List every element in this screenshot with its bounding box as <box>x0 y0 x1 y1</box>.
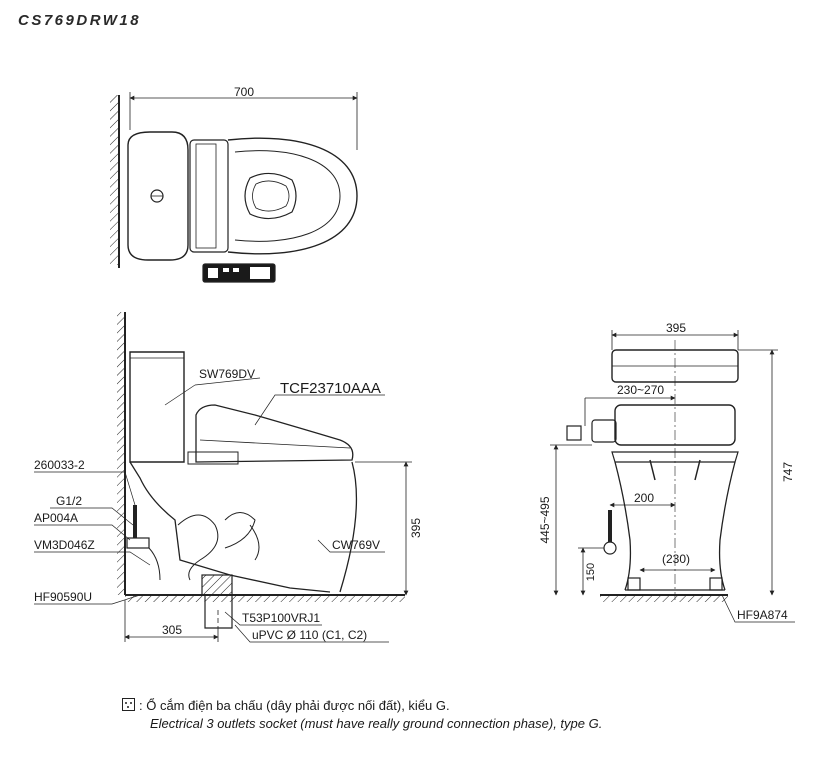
label-bolt: HF90590U <box>34 590 92 604</box>
front-view: 395 230~270 200 445~495 747 150 (230) HF… <box>538 321 795 623</box>
dim-bottom-height: 150 <box>585 563 597 581</box>
label-front-bolt: HF9A874 <box>737 608 788 622</box>
socket-note: : Ổ cắm điện ba chấu (dây phải được nối … <box>122 697 602 733</box>
model-title: CS769DRW18 <box>18 12 142 29</box>
label-pipe: uPVC Ø 110 (C1, C2) <box>252 628 367 642</box>
label-supply: G1/2 <box>56 494 82 508</box>
label-seat: TCF23710AAA <box>280 380 381 397</box>
dim-supply-offset: 200 <box>634 491 654 505</box>
dim-side-height: 395 <box>409 518 423 538</box>
dim-front-width: 395 <box>666 321 686 335</box>
label-bowl: CW769V <box>332 538 380 552</box>
label-hose: VM3D046Z <box>34 538 95 552</box>
dim-supply-height: 445~495 <box>538 496 552 543</box>
label-tank: SW769DV <box>199 367 255 381</box>
note-vi: : Ổ cắm điện ba chấu (dây phải được nối … <box>139 698 450 713</box>
side-view: SW769DV TCF23710AAA 260033-2 G1/2 AP004A… <box>34 312 423 643</box>
label-drain: T53P100VRJ1 <box>242 611 320 625</box>
dim-side-offset: 305 <box>162 623 182 637</box>
dim-outlet-range: 230~270 <box>617 383 664 397</box>
dim-top-width: 700 <box>234 85 254 99</box>
dim-bolt-span: (230) <box>662 552 690 566</box>
technical-drawing: 700 <box>34 85 795 643</box>
label-valve: AP004A <box>34 511 78 525</box>
note-en: Electrical 3 outlets socket (must have r… <box>150 716 603 731</box>
dim-total-height: 747 <box>781 462 795 482</box>
socket-icon <box>122 698 135 711</box>
label-flange: 260033-2 <box>34 458 85 472</box>
top-view: 700 <box>110 85 358 283</box>
